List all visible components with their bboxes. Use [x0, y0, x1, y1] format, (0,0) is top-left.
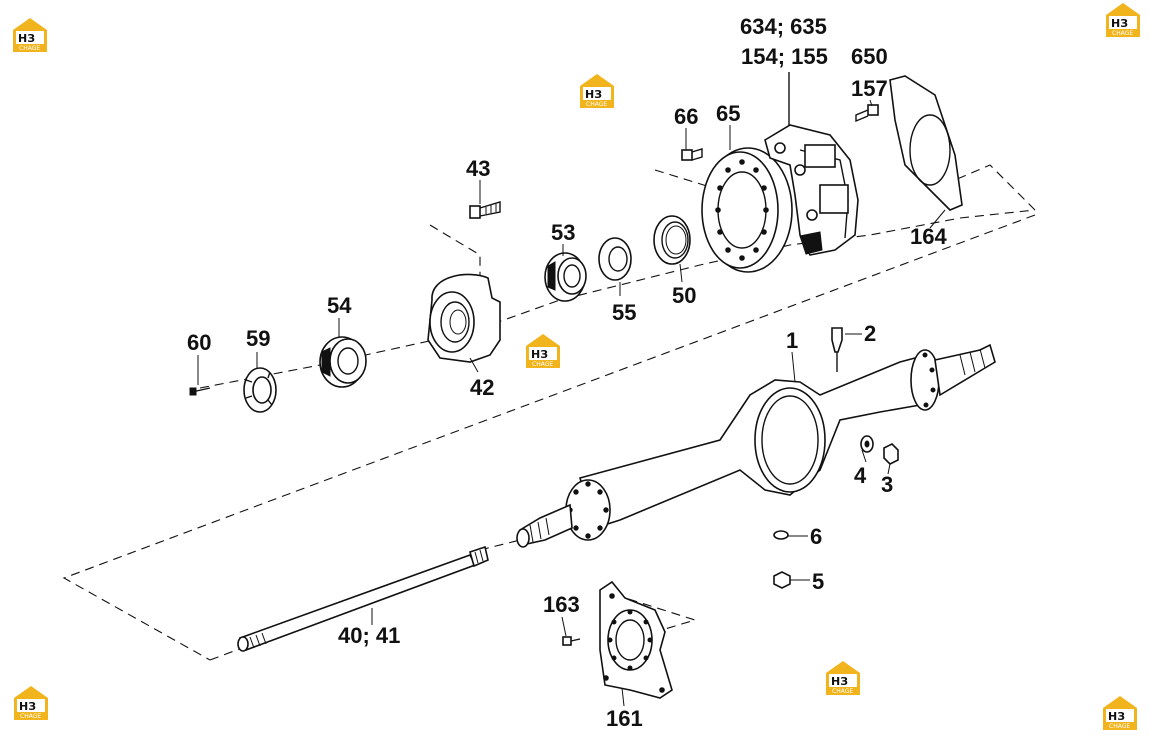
callout-40-41: 40; 41 — [338, 623, 400, 648]
part-163-bolt — [562, 636, 581, 646]
callout-2: 2 — [864, 321, 876, 346]
callout-66: 66 — [674, 104, 698, 129]
svg-text:НЗ: НЗ — [1111, 17, 1128, 30]
svg-text:CHAGE: CHAGE — [586, 101, 607, 108]
part-164-shield — [889, 75, 963, 211]
callout-4: 4 — [854, 463, 867, 488]
callout-labels: 60 59 54 43 42 53 55 50 66 65 634; 635 1… — [187, 14, 947, 731]
part-2-breather — [831, 327, 843, 372]
part-55-ring — [598, 237, 632, 281]
callout-154-155: 154; 155 — [741, 44, 828, 69]
part-43-bolt — [469, 201, 501, 219]
part-40-41-axle-shaft — [237, 545, 489, 652]
svg-text:CHAGE: CHAGE — [532, 361, 553, 368]
callout-157: 157 — [851, 76, 888, 101]
svg-text:НЗ: НЗ — [18, 32, 35, 45]
callout-53: 53 — [551, 220, 575, 245]
callout-59: 59 — [246, 326, 270, 351]
svg-text:CHAGE: CHAGE — [832, 688, 853, 695]
part-634-635-caliper — [764, 124, 859, 256]
callout-3: 3 — [881, 472, 893, 497]
part-6-washer — [773, 530, 789, 540]
part-157-bolt — [855, 104, 879, 123]
callout-60: 60 — [187, 330, 211, 355]
part-50-seal — [653, 215, 691, 265]
callout-164: 164 — [910, 224, 947, 249]
watermark-logo-icon: НЗ CHAGE — [826, 661, 860, 695]
callout-65: 65 — [716, 101, 740, 126]
watermark-logo-icon: НЗ CHAGE — [1106, 3, 1140, 37]
part-66-bolt — [681, 148, 703, 161]
callout-43: 43 — [466, 156, 490, 181]
watermark-logos: НЗ CHAGE НЗ CHAGE НЗ CHAGE НЗ CHAGE НЗ C… — [13, 3, 1140, 730]
part-59-slotted-nut — [243, 367, 277, 413]
svg-text:НЗ: НЗ — [531, 348, 548, 361]
assembly-dashed-lines — [62, 164, 1036, 661]
part-65-brake-disc — [701, 147, 793, 273]
svg-text:CHAGE: CHAGE — [19, 45, 40, 52]
watermark-logo-icon: НЗ CHAGE — [526, 334, 560, 368]
part-54-bearing — [319, 336, 367, 388]
watermark-logo-icon: НЗ CHAGE — [1103, 696, 1137, 730]
svg-text:НЗ: НЗ — [585, 88, 602, 101]
svg-text:НЗ: НЗ — [831, 675, 848, 688]
svg-text:НЗ: НЗ — [1108, 710, 1125, 723]
part-161-bracket — [599, 580, 673, 699]
callout-5: 5 — [812, 569, 824, 594]
watermark-logo-icon: НЗ CHAGE — [580, 74, 614, 108]
watermark-logo-icon: НЗ CHAGE — [14, 686, 48, 720]
svg-text:НЗ: НЗ — [19, 700, 36, 713]
callout-54: 54 — [327, 293, 352, 318]
callout-42: 42 — [470, 375, 494, 400]
part-42-hub — [427, 273, 501, 363]
part-1-axle-housing — [516, 343, 996, 548]
callout-634-635: 634; 635 — [740, 14, 827, 39]
part-53-bearing — [544, 252, 587, 302]
callout-1: 1 — [786, 328, 798, 353]
callout-161: 161 — [606, 706, 643, 731]
part-3-nut — [883, 443, 899, 465]
leader-lines — [197, 72, 946, 707]
callout-6: 6 — [810, 524, 822, 549]
part-4-washer — [860, 435, 874, 453]
part-5-plug — [773, 571, 791, 589]
svg-text:CHAGE: CHAGE — [1109, 723, 1130, 730]
watermark-logo-icon: НЗ CHAGE — [13, 18, 47, 52]
callout-50: 50 — [672, 283, 696, 308]
callout-55: 55 — [612, 300, 636, 325]
svg-text:CHAGE: CHAGE — [20, 713, 41, 720]
part-60-screw — [189, 387, 211, 396]
callout-650: 650 — [851, 44, 888, 69]
svg-text:CHAGE: CHAGE — [1112, 30, 1133, 37]
callout-163: 163 — [543, 592, 580, 617]
